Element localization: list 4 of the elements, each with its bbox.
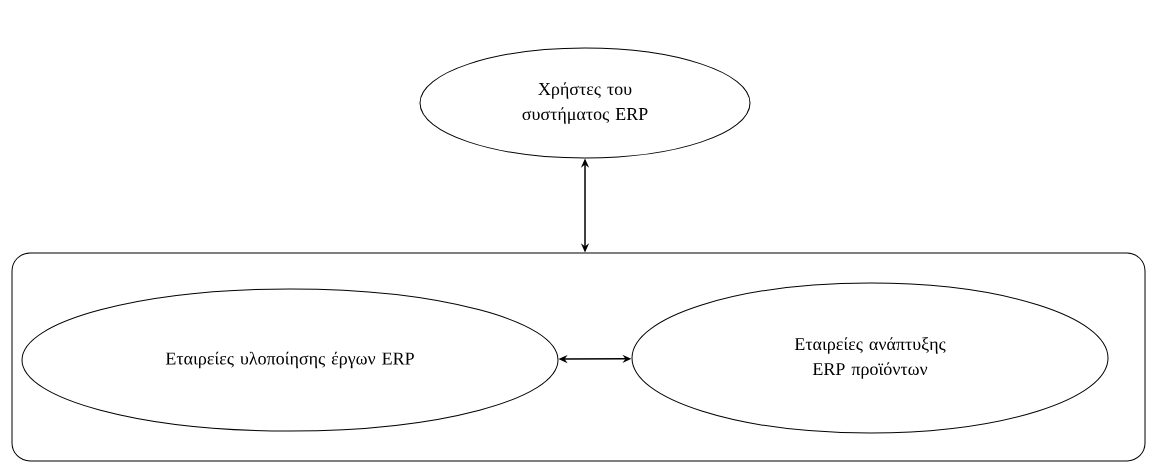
group-box	[11, 252, 1146, 462]
ellipse-node: Εταιρείες ανάπτυξης ERP προϊόντων	[631, 282, 1109, 434]
ellipse-node: Εταιρείες υλοποίησης έργων ERP	[21, 288, 559, 432]
ellipse-node: Χρήστες του συστήματος ERP	[419, 47, 751, 159]
